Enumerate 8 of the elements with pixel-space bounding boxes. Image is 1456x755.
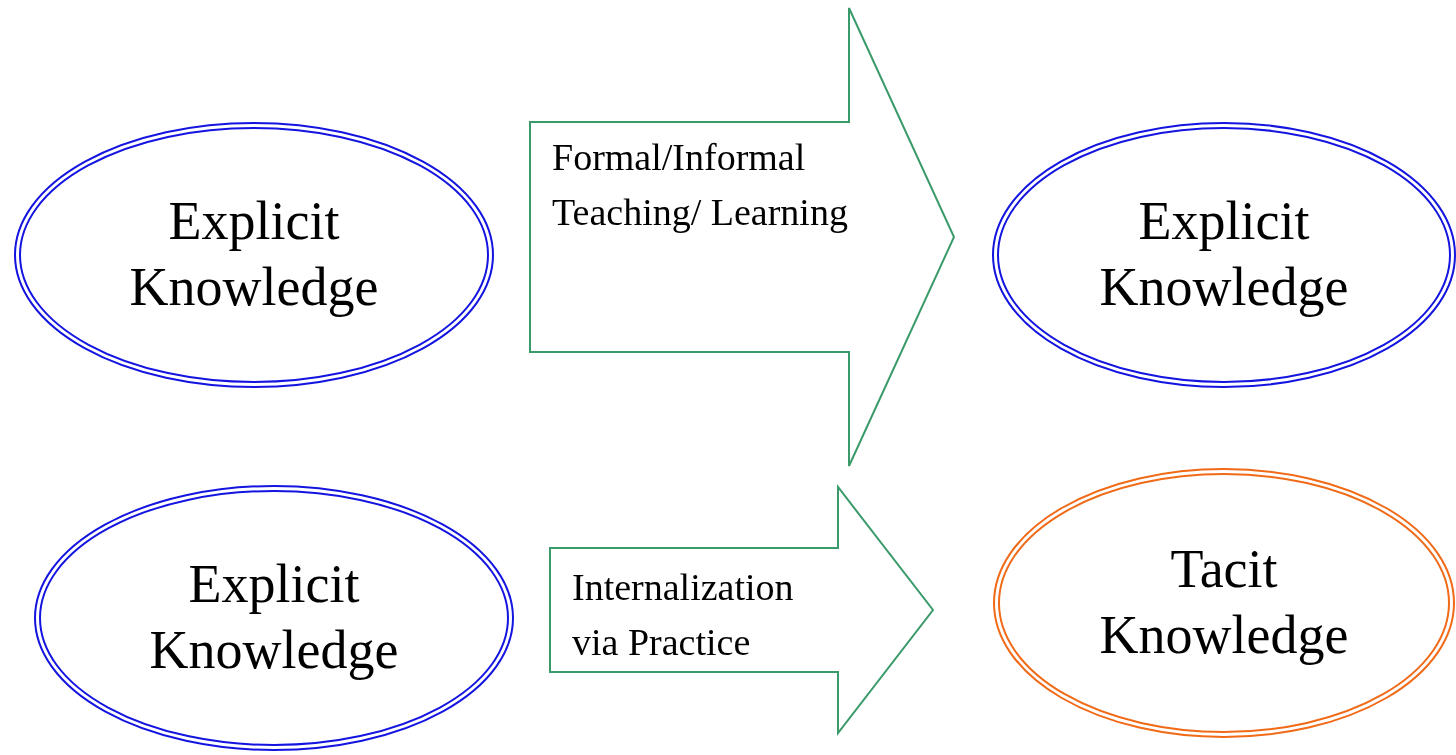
edge-label: Internalization via Practice xyxy=(572,565,795,666)
block-arrow xyxy=(529,7,956,467)
node-label: Explicit Knowledge xyxy=(148,553,400,682)
node-label: Tacit Knowledge xyxy=(1098,538,1350,667)
edge-label: Formal/Informal Teaching/ Learning xyxy=(552,135,849,236)
node-label: Explicit Knowledge xyxy=(1098,190,1350,319)
node-label: Explicit Knowledge xyxy=(128,190,380,319)
block-arrow xyxy=(549,484,935,736)
